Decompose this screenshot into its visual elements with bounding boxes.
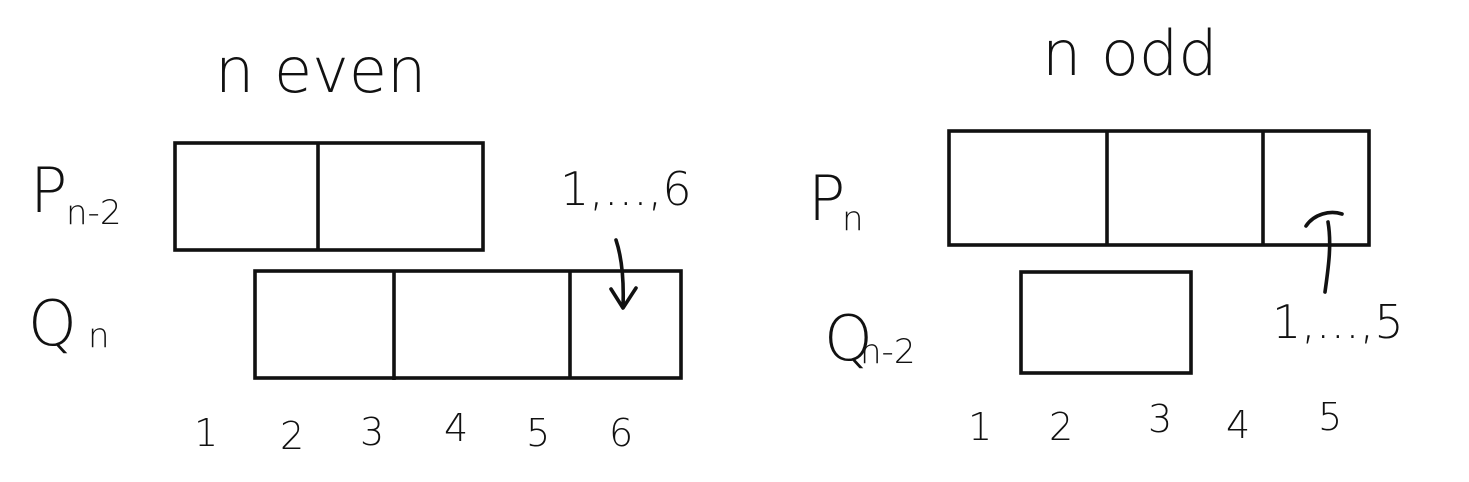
column-number: 2 xyxy=(1049,405,1073,449)
right-top-row xyxy=(947,129,1371,247)
column-number: 4 xyxy=(1226,403,1250,447)
column-number: 5 xyxy=(1318,395,1342,439)
left-range-annotation: 1,...,6 xyxy=(560,162,692,216)
left-top-row xyxy=(173,141,485,252)
left-heading: n even xyxy=(215,34,426,107)
left-top-row-label-sub: n-2 xyxy=(66,193,121,233)
right-panel: n odd P n Q n-2 1,...,5 1 2 3 xyxy=(808,17,1404,449)
column-number: 3 xyxy=(1148,397,1172,441)
right-annotation-arrow-head xyxy=(1304,210,1344,228)
left-panel: n even P n-2 Q n 1,...,6 1 2 xyxy=(28,34,692,458)
right-bottom-row-outline xyxy=(1019,270,1193,375)
right-bottom-row-label-main: Q xyxy=(824,302,873,375)
column-number: 1 xyxy=(194,411,218,455)
left-bottom-row xyxy=(253,269,683,380)
right-annotation-arrow xyxy=(1323,220,1332,294)
column-number: 2 xyxy=(280,414,304,458)
column-number: 3 xyxy=(360,410,384,454)
right-heading: n odd xyxy=(1042,17,1218,90)
column-number: 1 xyxy=(968,405,992,449)
left-bottom-row-label: Q n xyxy=(28,287,110,360)
left-top-row-outline xyxy=(173,141,485,252)
column-number: 4 xyxy=(444,406,468,450)
column-number: 6 xyxy=(609,411,633,455)
left-annotation-arrow-head xyxy=(609,286,638,310)
right-top-row-outline xyxy=(947,129,1371,247)
right-range-annotation: 1,...,5 xyxy=(1272,295,1404,349)
left-top-row-label: P n-2 xyxy=(30,154,121,233)
right-top-row-label: P n xyxy=(808,162,864,239)
right-top-row-label-sub: n xyxy=(842,199,864,239)
left-bottom-row-label-sub: n xyxy=(88,316,110,356)
right-top-row-label-main: P xyxy=(808,162,845,235)
left-bottom-row-outline xyxy=(253,269,683,380)
right-column-numbers: 1 2 3 4 5 xyxy=(968,395,1342,449)
column-number: 5 xyxy=(526,411,550,455)
left-annotation-arrow xyxy=(614,238,626,309)
right-bottom-row-label: Q n-2 xyxy=(824,302,915,375)
right-bottom-row-label-sub: n-2 xyxy=(860,332,915,372)
left-top-row-label-main: P xyxy=(30,154,67,227)
left-bottom-row-label-main: Q xyxy=(28,287,77,360)
right-bottom-row xyxy=(1019,270,1193,375)
left-column-numbers: 1 2 3 4 5 6 xyxy=(194,406,633,458)
